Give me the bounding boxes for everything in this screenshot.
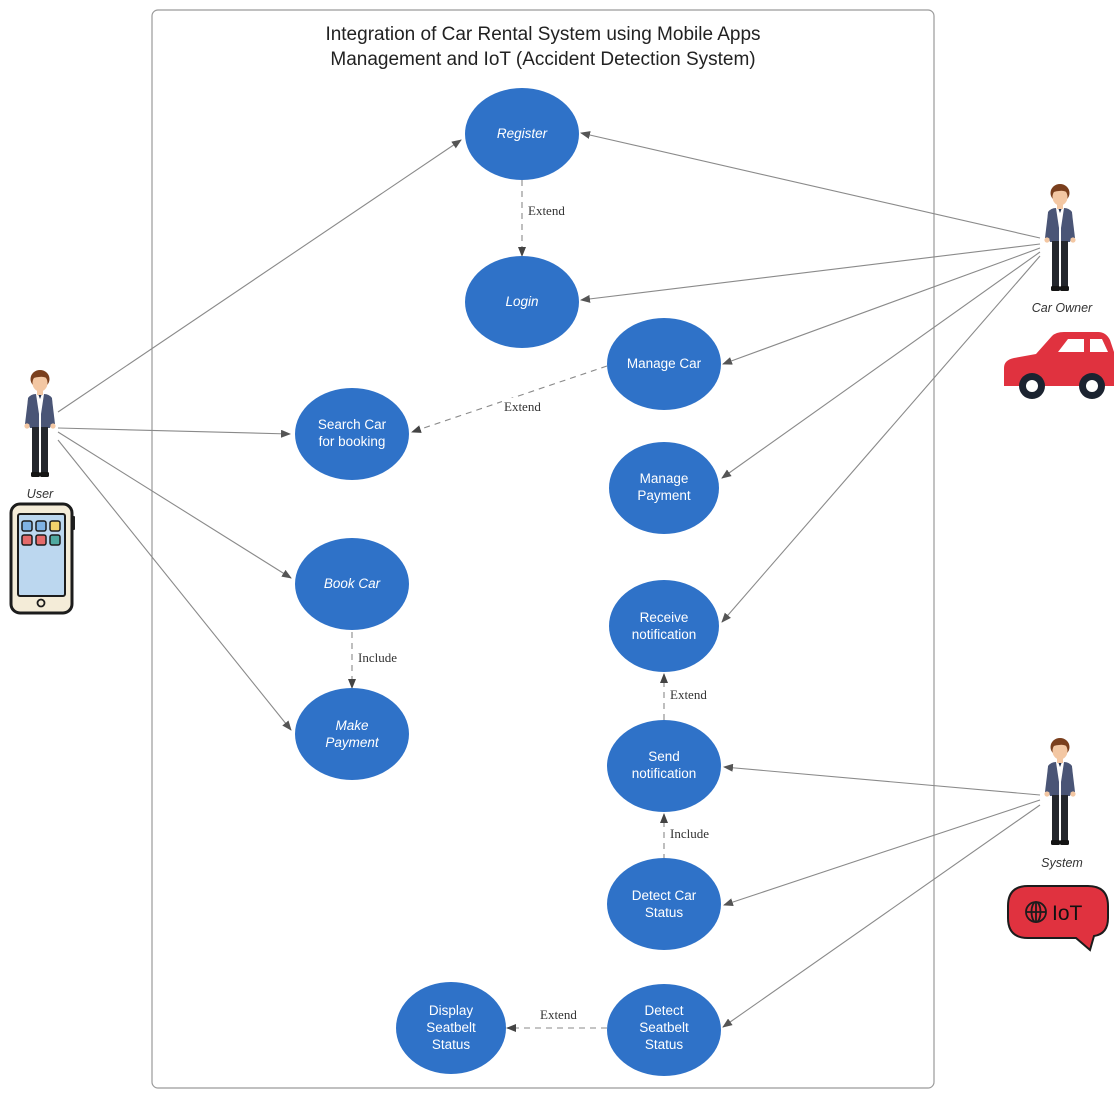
owner-managecar-link bbox=[722, 247, 1041, 365]
owner-managepayment-link bbox=[721, 251, 1041, 479]
use-case-display-seatbelt-status[interactable]: Display Seatbelt Status bbox=[396, 982, 506, 1074]
svg-text:notification: notification bbox=[632, 766, 697, 781]
actor-system: System bbox=[1041, 738, 1083, 870]
owner-login-link bbox=[580, 243, 1041, 303]
svg-text:Manage Car: Manage Car bbox=[627, 356, 702, 371]
svg-text:Display: Display bbox=[429, 1003, 474, 1018]
register-login-label: Extend bbox=[528, 203, 565, 218]
use-case-detect-seatbelt-status[interactable]: Detect Seatbelt Status bbox=[607, 984, 721, 1076]
svg-text:Status: Status bbox=[432, 1037, 471, 1052]
system-boundary bbox=[151, 9, 935, 1089]
seatbelt-display-label: Extend bbox=[540, 1007, 577, 1022]
svg-text:Detect: Detect bbox=[644, 1003, 683, 1018]
svg-text:Detect Car: Detect Car bbox=[632, 888, 697, 903]
svg-text:notification: notification bbox=[632, 627, 697, 642]
svg-text:Seatbelt: Seatbelt bbox=[426, 1020, 476, 1035]
car-icon bbox=[1004, 332, 1114, 399]
use-case-register[interactable]: Register bbox=[465, 88, 579, 180]
use-case-detect-car-status[interactable]: Detect Car Status bbox=[607, 858, 721, 950]
svg-text:Seatbelt: Seatbelt bbox=[639, 1020, 689, 1035]
actor-user: User bbox=[24, 370, 56, 501]
system-seatbelt-link bbox=[722, 804, 1041, 1028]
svg-text:Send: Send bbox=[648, 749, 680, 764]
detect-send-label: Include bbox=[670, 826, 709, 841]
use-case-search-car[interactable]: Search Car for booking bbox=[295, 388, 409, 480]
associations bbox=[57, 131, 1041, 1028]
system-send-link bbox=[723, 763, 1041, 796]
smartphone-icon bbox=[9, 502, 75, 615]
svg-text:Make: Make bbox=[335, 718, 368, 733]
owner-receive-link bbox=[721, 255, 1041, 623]
use-case-send-notification[interactable]: Send notification bbox=[607, 720, 721, 812]
svg-text:Login: Login bbox=[505, 294, 538, 309]
use-case-book-car[interactable]: Book Car bbox=[295, 538, 409, 630]
user-book-link bbox=[57, 431, 292, 579]
use-case-login[interactable]: Login bbox=[465, 256, 579, 348]
diagram-title-line1: Integration of Car Rental System using M… bbox=[325, 24, 760, 45]
owner-register-link bbox=[580, 131, 1041, 239]
svg-text:Search Car: Search Car bbox=[318, 417, 387, 432]
actor-user-label: User bbox=[27, 487, 54, 501]
svg-text:Manage: Manage bbox=[640, 471, 689, 486]
relation-labels: Extend Extend Include Extend Include Ext… bbox=[356, 202, 710, 1023]
iot-badge: IoT bbox=[1007, 885, 1109, 952]
use-case-manage-payment[interactable]: Manage Payment bbox=[609, 442, 719, 534]
svg-text:Receive: Receive bbox=[640, 610, 689, 625]
iot-label: IoT bbox=[1052, 902, 1083, 925]
use-cases: Register Login Manage Car Search Car for… bbox=[295, 88, 721, 1076]
svg-text:Register: Register bbox=[497, 126, 548, 141]
user-search-link bbox=[57, 427, 291, 438]
manage-search-label: Extend bbox=[504, 399, 541, 414]
globe-icon bbox=[1025, 901, 1047, 923]
use-case-receive-notification[interactable]: Receive notification bbox=[609, 580, 719, 672]
actor-system-label: System bbox=[1041, 856, 1083, 870]
use-case-manage-car[interactable]: Manage Car bbox=[607, 318, 721, 410]
svg-text:Status: Status bbox=[645, 905, 684, 920]
send-receive-label: Extend bbox=[670, 687, 707, 702]
use-case-make-payment[interactable]: Make Payment bbox=[295, 688, 409, 780]
user-register-link bbox=[57, 139, 462, 413]
svg-text:Book Car: Book Car bbox=[324, 576, 381, 591]
svg-text:Status: Status bbox=[645, 1037, 684, 1052]
diagram-title-line2: Management and IoT (Accident Detection S… bbox=[330, 49, 755, 70]
svg-text:Payment: Payment bbox=[637, 488, 691, 503]
svg-text:for booking: for booking bbox=[319, 434, 386, 449]
user-payment-link bbox=[57, 439, 292, 731]
actor-car-owner-label: Car Owner bbox=[1032, 301, 1093, 315]
book-payment-label: Include bbox=[358, 650, 397, 665]
actor-car-owner: Car Owner bbox=[1032, 184, 1093, 315]
svg-text:Payment: Payment bbox=[325, 735, 380, 750]
system-detectcar-link bbox=[723, 799, 1041, 906]
